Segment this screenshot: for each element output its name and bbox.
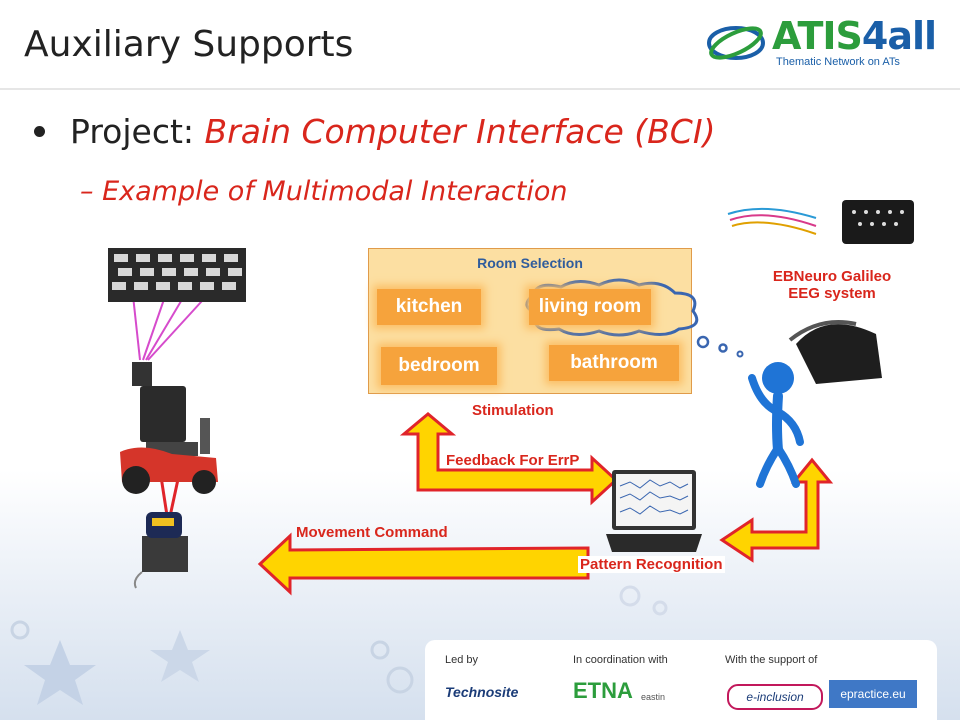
project-name: Brain Computer Interface (BCI) — [204, 112, 716, 151]
feedback-arrow — [399, 412, 619, 506]
movement-command-label: Movement Command — [296, 524, 448, 541]
slide-title: Auxiliary Supports — [24, 24, 354, 65]
laptop-image — [606, 470, 702, 552]
eeg-electrodes-image — [727, 200, 914, 244]
logo-tagline: Thematic Network on ATs — [776, 56, 900, 68]
bullet-dot — [34, 126, 45, 137]
etna-logo: ETNA — [573, 678, 633, 703]
bedroom-button[interactable]: bedroom — [381, 347, 497, 385]
thought-cloud-icon — [525, 278, 699, 337]
eeg-headset-image — [788, 320, 882, 384]
logo-wordmark: ATIS4all — [772, 14, 937, 58]
sub-bullet: – Example of Multimodal Interaction — [80, 176, 568, 207]
globe-icon — [707, 26, 765, 60]
header-divider — [0, 88, 960, 90]
project-bullet: Project: Brain Computer Interface (BCI) — [70, 112, 716, 151]
technosite-logo: Technosite — [445, 684, 519, 700]
room-selection-panel: Room Selection kitchen living room bedro… — [368, 248, 699, 394]
eastin-logo: eastin — [641, 692, 666, 702]
atis4all-logo: ATIS4all Thematic Network on ATs — [706, 12, 937, 72]
feedback-label: Feedback For ErrP — [446, 452, 580, 469]
sponsor-footer: Led by In coordination with With the sup… — [425, 640, 937, 720]
pattern-recognition-label: Pattern Recognition — [578, 556, 725, 573]
wheelchair-image — [120, 362, 218, 494]
background-stars-decoration — [10, 620, 414, 705]
laser-scanner-image — [133, 512, 188, 589]
e-inclusion-logo: e-inclusion — [727, 684, 823, 710]
living-room-button[interactable]: living room — [529, 289, 651, 325]
movement-arrow — [257, 532, 590, 596]
user-figure-icon — [748, 362, 804, 488]
coordination-caption: In coordination with — [573, 654, 668, 666]
room-selection-title: Room Selection — [477, 255, 583, 271]
support-caption: With the support of — [725, 654, 818, 666]
led-by-caption: Led by — [445, 654, 479, 666]
ceiling-markers-image — [108, 248, 246, 302]
bathroom-button[interactable]: bathroom — [549, 345, 679, 381]
decorative-circles — [619, 585, 668, 616]
epractice-logo: epractice.eu — [829, 680, 917, 708]
stimulation-label: Stimulation — [472, 402, 554, 419]
kitchen-button[interactable]: kitchen — [377, 289, 481, 325]
eeg-arrow — [719, 457, 834, 563]
